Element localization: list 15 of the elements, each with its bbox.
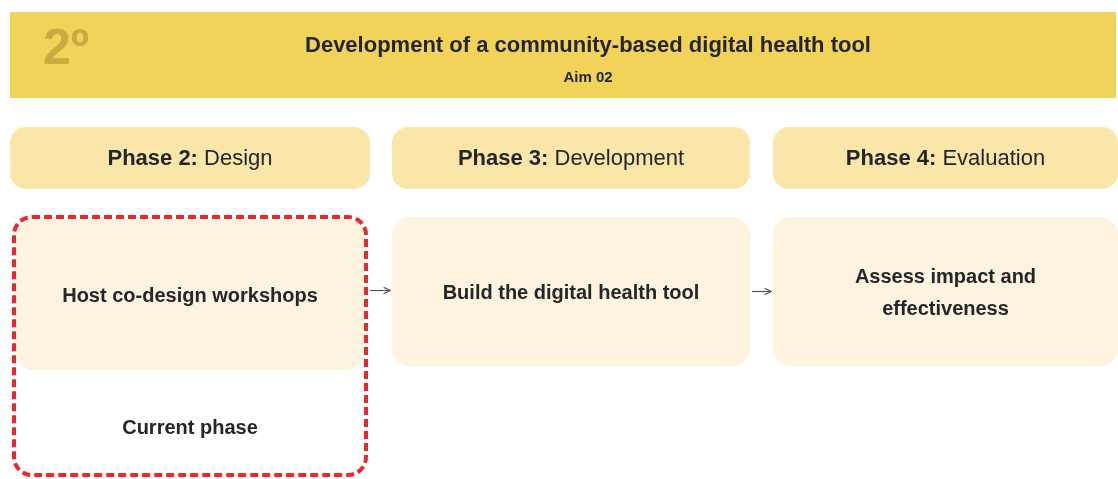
phase-header	[773, 127, 1118, 189]
subtitle-text: Aim 02	[562, 68, 614, 85]
highlight-frame	[12, 215, 368, 477]
arrow	[369, 286, 391, 295]
phase-title: Phase 4: Evaluation	[845, 145, 1046, 171]
arrow	[751, 287, 772, 296]
phase-header	[10, 127, 370, 189]
frame-label: Current phase	[121, 416, 259, 439]
phase-header	[392, 127, 750, 189]
title-banner	[10, 12, 1116, 98]
phase-title: Phase 2: Design	[107, 145, 273, 171]
task-box: Build the digital health tool	[392, 217, 750, 366]
task-box: Host co-design workshops	[16, 219, 364, 370]
phase-title: Phase 3: Development	[457, 145, 685, 171]
task-box: Assess impact and effectiveness	[773, 217, 1118, 366]
